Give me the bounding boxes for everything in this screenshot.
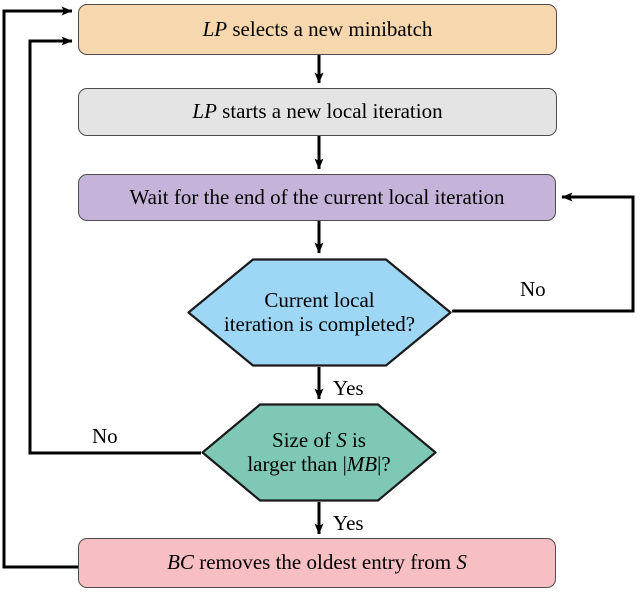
node-label: LP selects a new minibatch [202,16,433,42]
node-remove-oldest-entry[interactable]: BC removes the oldest entry from S [78,538,556,588]
node-label: Current local iteration is completed? [210,287,429,336]
node-wait-end-iteration[interactable]: Wait for the end of the current local it… [78,174,556,221]
edge-buffer-no-loop [28,36,201,455]
node-label-line-1: Current local [264,287,375,312]
node-label-line-2: iteration is completed? [223,311,416,336]
hexagon-shape [187,258,452,367]
node-iteration-completed-decision[interactable]: Current local iteration is completed? [187,258,452,367]
node-label-part: BC [167,550,194,575]
node-label: BC removes the oldest entry from S [167,550,467,575]
edge-remove-loop [2,6,78,569]
hexagon-shape [201,403,437,502]
node-label-part: LP [192,99,217,124]
edge-label-no-buffer: No [92,424,118,448]
node-select-minibatch[interactable]: LP selects a new minibatch [78,4,557,55]
edge-label-yes-iteration: Yes [333,376,364,400]
node-label-part: starts a new local iteration [216,99,443,124]
node-label-part: LP [202,16,228,41]
node-label-part: S [456,550,467,575]
node-label-line-2: larger than |MB|? [247,451,391,476]
node-label: Size of S is larger than |MB|? [233,427,404,476]
node-buffer-size-decision[interactable]: Size of S is larger than |MB|? [201,403,437,502]
node-start-local-iteration[interactable]: LP starts a new local iteration [78,88,557,136]
edge-label-no-iteration: No [520,277,546,301]
node-label: Wait for the end of the current local it… [129,184,505,209]
node-label-part: removes the oldest entry from [193,550,457,575]
node-label: LP starts a new local iteration [192,99,443,124]
edge-label-yes-buffer: Yes [333,511,364,535]
node-label-line-1: Size of S is [272,427,366,452]
node-label-part: selects a new minibatch [227,16,433,41]
edge-decision-no-loop [452,192,635,313]
